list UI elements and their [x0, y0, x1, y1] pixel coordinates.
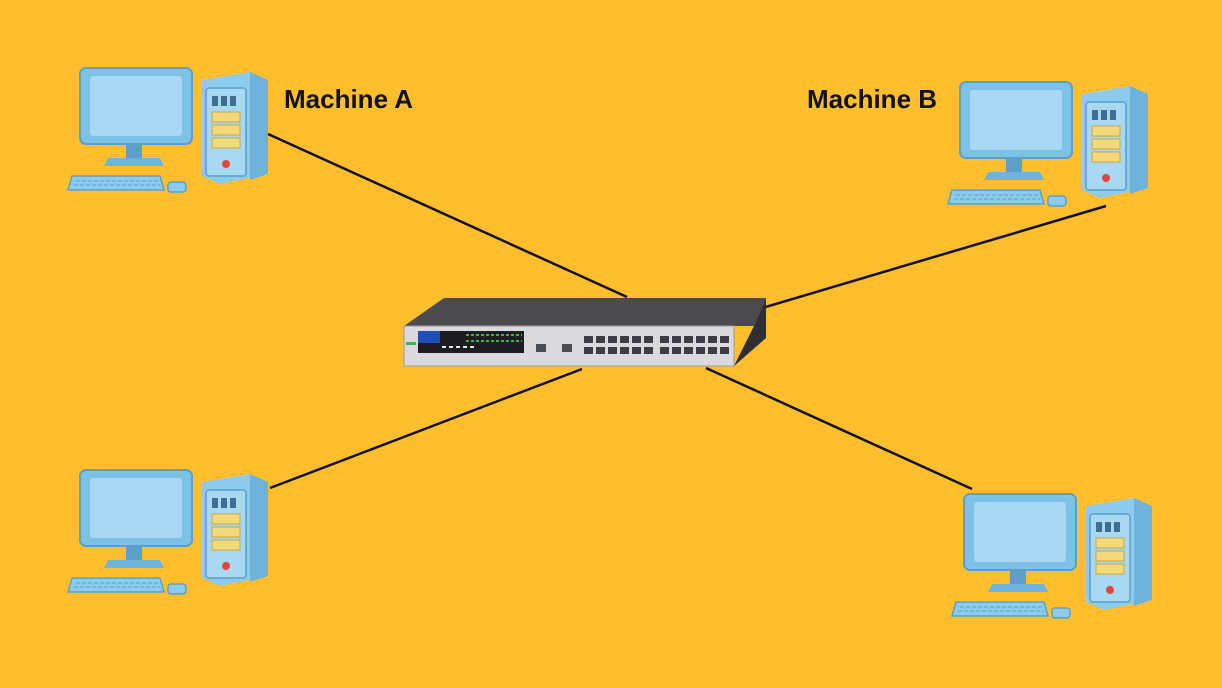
network-switch-icon — [403, 297, 767, 367]
link-machine-b-switch — [761, 204, 1107, 310]
machine-a-computer-icon — [67, 67, 269, 193]
machine-b-label: Machine B — [807, 84, 938, 114]
machine-b-computer-icon — [947, 81, 1149, 207]
link-machine-c-switch — [269, 367, 583, 490]
machine-c-computer-icon — [67, 469, 269, 595]
link-machine-d-switch — [705, 366, 973, 491]
link-machine-a-switch — [267, 132, 628, 299]
machine-d-computer-icon — [951, 493, 1153, 619]
machine-a-label: Machine A — [284, 84, 414, 114]
